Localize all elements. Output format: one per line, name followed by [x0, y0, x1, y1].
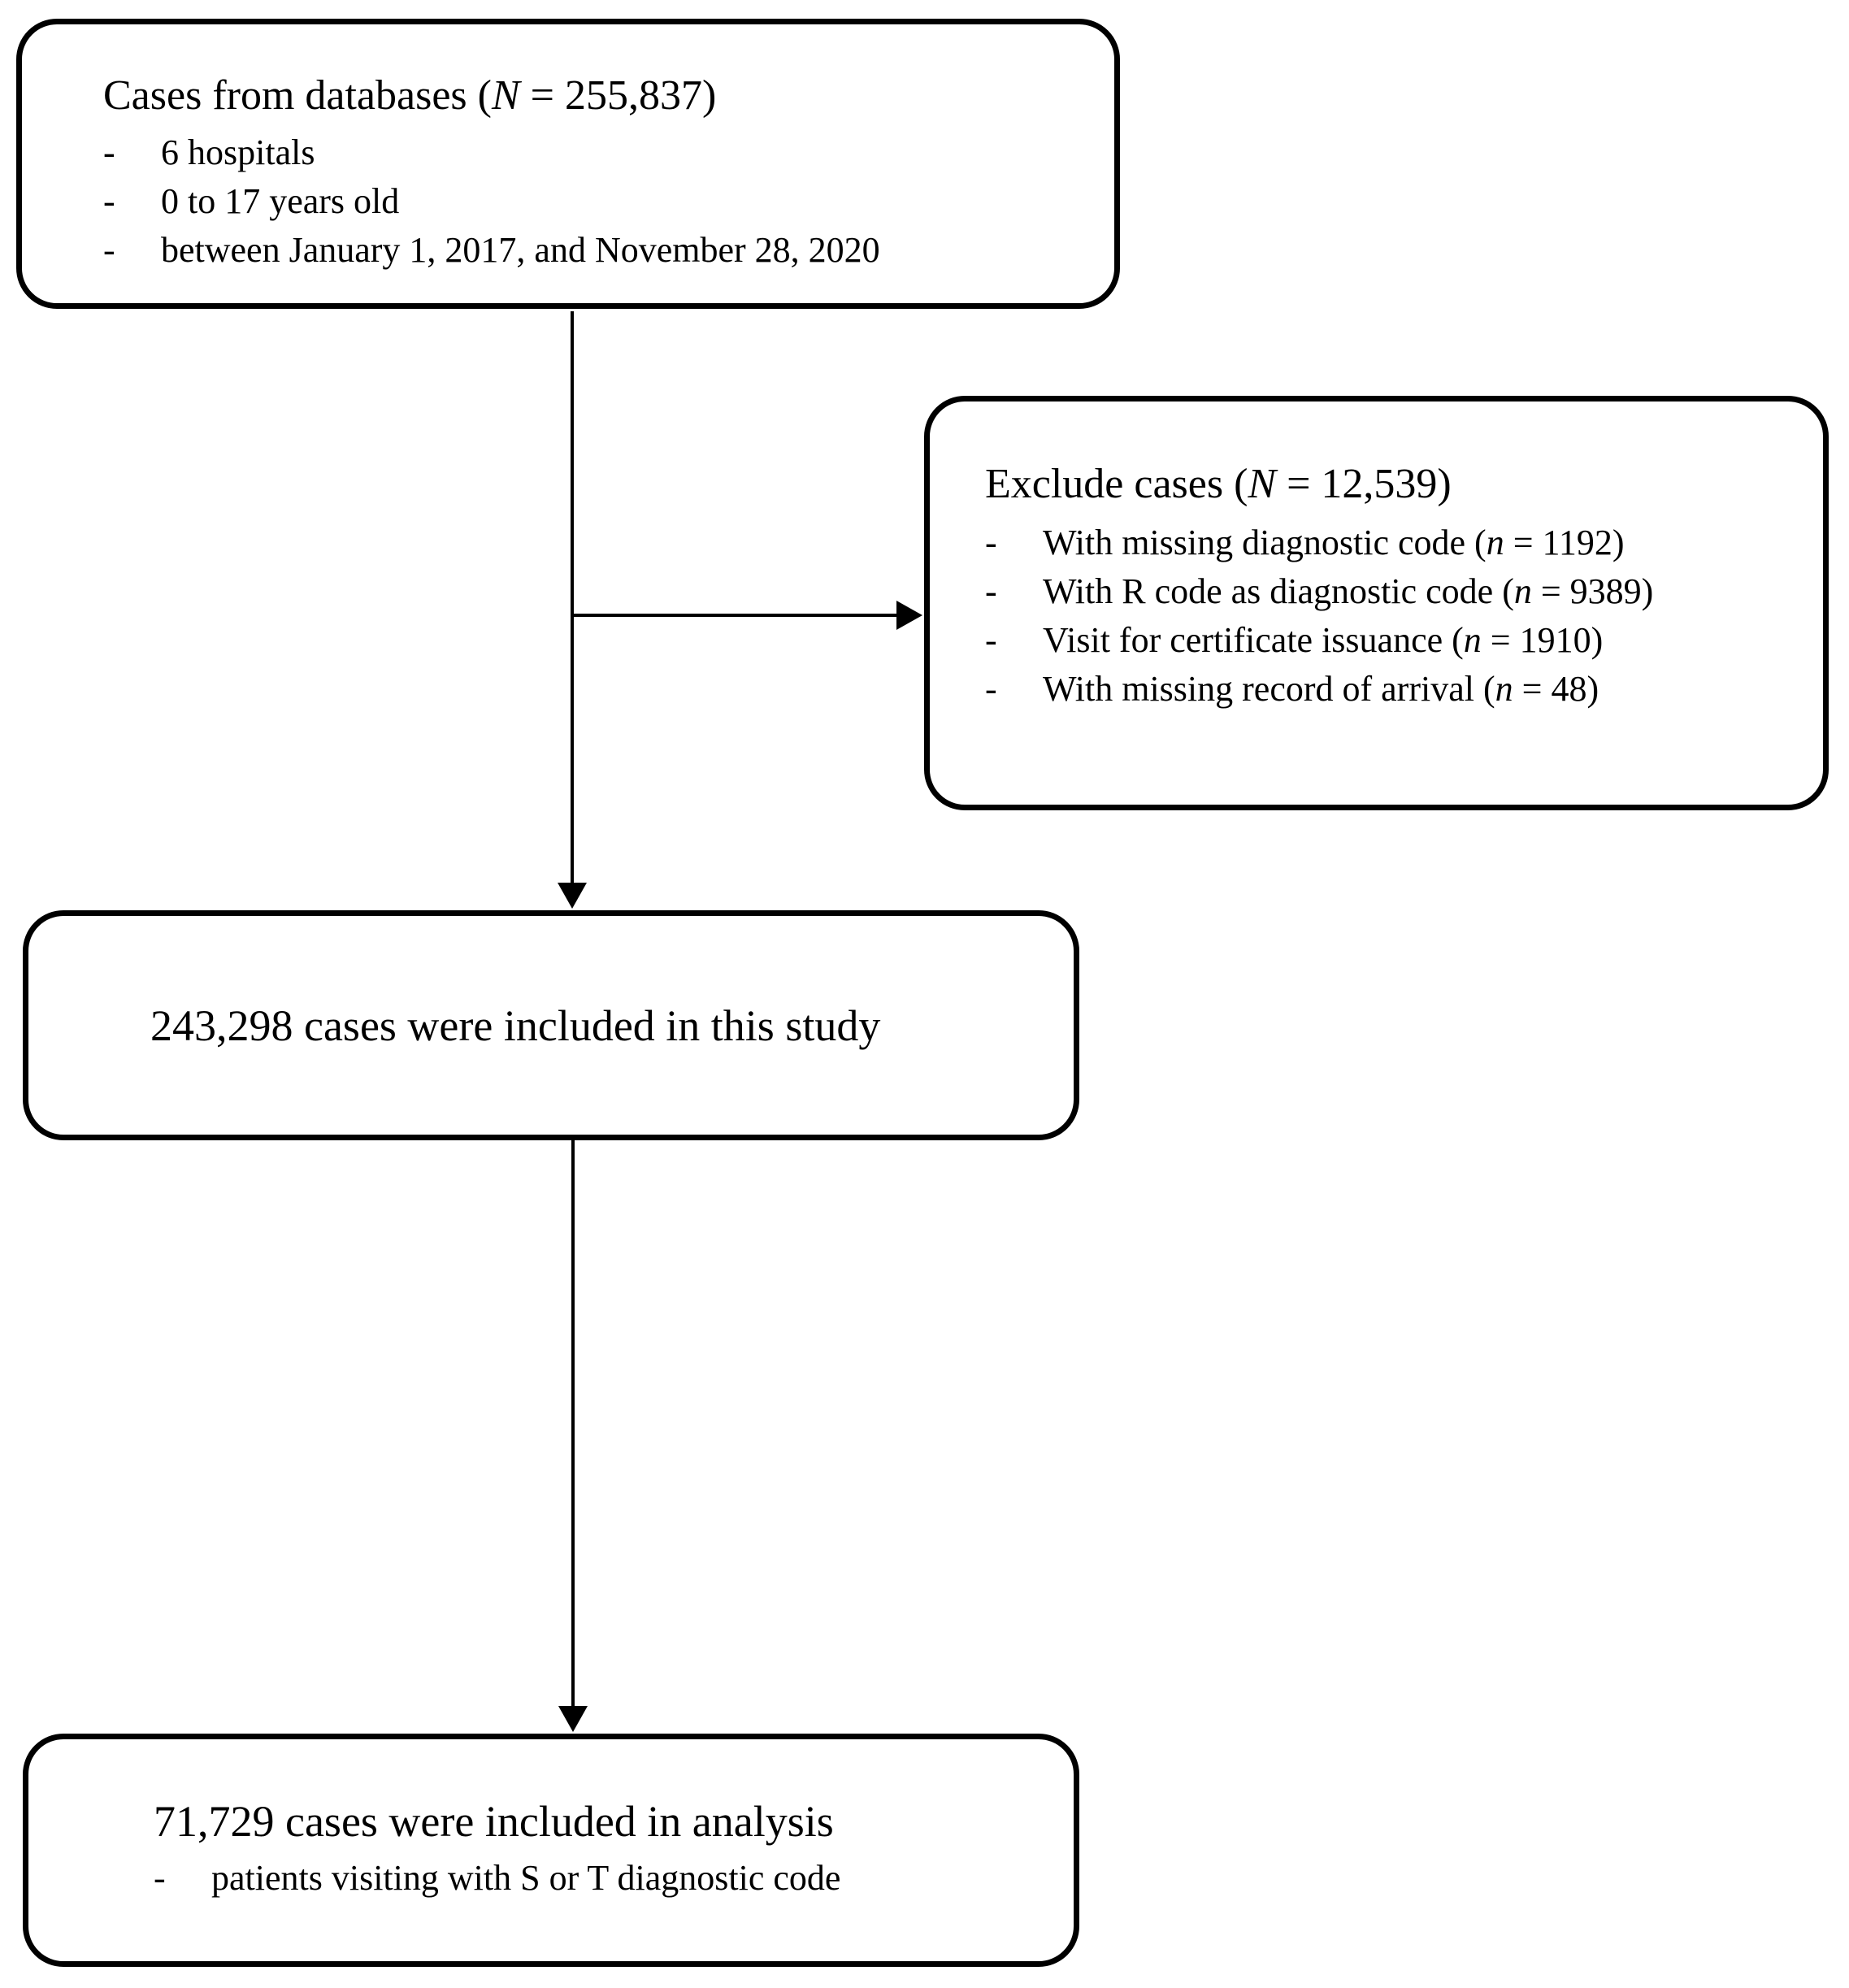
bullet-date-range: - between January 1, 2017, and November 2… — [103, 226, 1090, 275]
bullet-count: = 48) — [1513, 669, 1599, 709]
bullet-dash: - — [103, 230, 115, 270]
bullet-text: 0 to 17 years old — [161, 181, 400, 221]
bullet-n-symbol: n — [1513, 571, 1532, 611]
included-count-text: 243,298 cases were included in this stud… — [150, 1001, 881, 1050]
title-text: Cases from databases ( — [103, 72, 492, 119]
bullet-s-or-t-code: - patients visiting with S or T diagnosti… — [154, 1854, 1057, 1903]
bullet-count: = 1910) — [1481, 620, 1604, 660]
arrowhead-down-into-analysis — [558, 1706, 588, 1732]
title-text: Exclude cases ( — [985, 461, 1248, 507]
title-n-symbol: N — [1248, 461, 1277, 507]
bullet-n-symbol: n — [1463, 620, 1482, 660]
bullet-certificate-issuance: - Visit for certificate issuance (n = 191… — [985, 616, 1807, 665]
title-count: = 255,837) — [519, 72, 717, 119]
box-included-in-analysis: 71,729 cases were included in analysis -… — [23, 1734, 1079, 1967]
bullet-dash: - — [985, 571, 997, 611]
bullet-text: Visit for certificate issuance ( — [1043, 620, 1464, 660]
bullet-missing-arrival-record: - With missing record of arrival (n = 48) — [985, 665, 1807, 714]
bullet-n-symbol: n — [1495, 669, 1513, 709]
bullet-dash: - — [985, 620, 997, 660]
arrowhead-right-into-exclude — [896, 601, 922, 630]
bullet-age-range: - 0 to 17 years old — [103, 177, 1090, 226]
bullet-text: With R code as diagnostic code ( — [1043, 571, 1514, 611]
bullet-dash: - — [103, 132, 115, 172]
box-cases-title: Cases from databases (N = 255,837) — [103, 70, 1090, 122]
analysis-count-text: 71,729 cases were included in analysis — [154, 1797, 834, 1846]
arrowhead-down-into-included — [558, 883, 587, 909]
bullet-text: between January 1, 2017, and November 28… — [161, 230, 880, 270]
bullet-r-code: - With R code as diagnostic code (n = 938… — [985, 567, 1807, 616]
bullet-dash: - — [985, 523, 997, 562]
bullet-missing-diagnostic-code: - With missing diagnostic code (n = 1192) — [985, 519, 1807, 567]
bullet-text: With missing diagnostic code ( — [1043, 523, 1487, 562]
bullet-hospitals: - 6 hospitals — [103, 128, 1090, 177]
box-exclude-title: Exclude cases (N = 12,539) — [985, 458, 1807, 510]
bullet-text: patients visiting with S or T diagnostic… — [211, 1858, 841, 1898]
bullet-count: = 9389) — [1531, 571, 1654, 611]
title-count: = 12,539) — [1276, 461, 1452, 507]
title-n-symbol: N — [491, 72, 520, 119]
bullet-dash: - — [985, 669, 997, 709]
bullet-dash: - — [154, 1858, 166, 1898]
box-exclude-cases: Exclude cases (N = 12,539) - With missing… — [924, 396, 1829, 810]
box-included-in-study: 243,298 cases were included in this stud… — [23, 910, 1079, 1140]
bullet-text: 6 hospitals — [161, 132, 315, 172]
bullet-count: = 1192) — [1504, 523, 1625, 562]
bullet-text: With missing record of arrival ( — [1043, 669, 1495, 709]
box-cases-from-databases: Cases from databases (N = 255,837) - 6 ho… — [16, 19, 1120, 309]
bullet-n-symbol: n — [1486, 523, 1504, 562]
bullet-dash: - — [103, 181, 115, 221]
